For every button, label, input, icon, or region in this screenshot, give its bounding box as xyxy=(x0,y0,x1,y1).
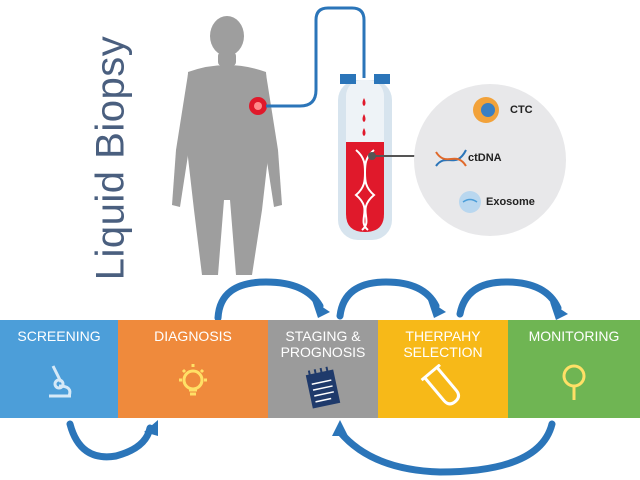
dna-strand-icon xyxy=(435,149,467,167)
arrow-heads xyxy=(144,300,568,436)
stage-label: THERPAHY SELECTION xyxy=(403,328,483,360)
biomarker-circle xyxy=(414,84,566,236)
stage-label: SCREENING xyxy=(17,328,101,344)
stage-monitoring: MONITORING xyxy=(508,320,640,418)
human-silhouette-icon xyxy=(172,16,282,275)
magnifier-icon xyxy=(562,364,586,400)
biomarker-label-exosome: Exosome xyxy=(486,196,535,208)
stage-screening: SCREENING xyxy=(0,320,118,418)
test-tube-icon xyxy=(420,364,461,406)
cell-icon xyxy=(473,97,499,123)
microscope-icon xyxy=(49,365,72,398)
stage-diagnosis: DIAGNOSIS xyxy=(118,320,268,418)
stage-label: STAGING & PROGNOSIS xyxy=(280,328,366,360)
stage-therapy-selection: THERPAHY SELECTION xyxy=(378,320,508,418)
biomarker-label-ctc: CTC xyxy=(510,104,533,116)
blood-tube-icon xyxy=(338,74,392,240)
stage-staging-prognosis: STAGING & PROGNOSIS xyxy=(268,320,378,418)
flow-arrows xyxy=(66,278,562,476)
lightbulb-icon xyxy=(179,364,207,396)
vesicle-icon xyxy=(459,191,481,213)
stage-label: MONITORING xyxy=(528,328,620,344)
tubing xyxy=(266,6,366,108)
biomarker-label-ctdna: ctDNA xyxy=(468,152,502,164)
stage-label: DIAGNOSIS xyxy=(154,328,232,344)
notepad-icon xyxy=(305,366,341,409)
